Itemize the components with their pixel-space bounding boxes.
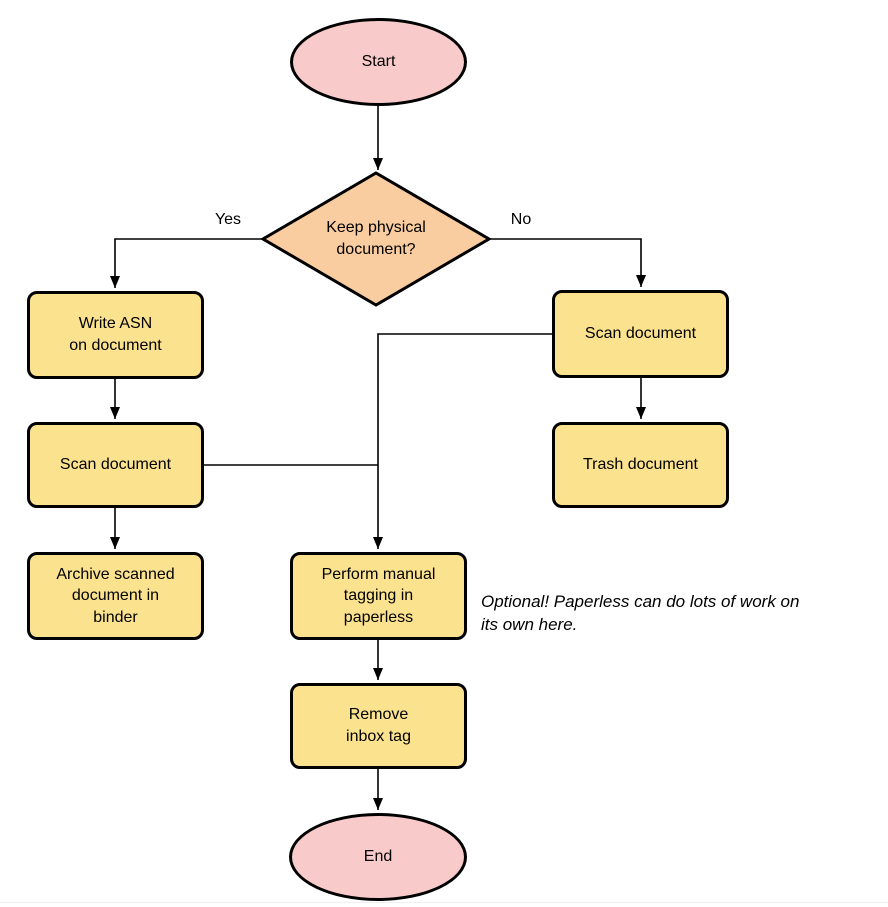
connector-scan-right-to-tagging — [373, 333, 552, 549]
node-write-asn: Write ASN on document — [27, 291, 204, 379]
node-write-asn-label: Write ASN on document — [69, 315, 162, 354]
node-scan-document-right: Scan document — [552, 290, 729, 378]
node-end: End — [289, 813, 467, 901]
node-start: Start — [290, 18, 467, 106]
annotation-optional-note: Optional! Paperless can do lots of work … — [481, 592, 800, 634]
decision-diamond-shape — [260, 171, 492, 307]
edge-label-no: No — [510, 211, 532, 228]
page-bottom-divider — [0, 902, 888, 903]
node-archive-label: Archive scanned document in binder — [56, 565, 175, 626]
node-scan-left-label: Scan document — [59, 456, 172, 474]
node-scan-right-label: Scan document — [584, 325, 697, 343]
node-perform-manual-tagging: Perform manual tagging in paperless — [290, 552, 467, 640]
node-decision-label: Keep physical document? — [326, 219, 426, 258]
node-tagging-label: Perform manual tagging in paperless — [321, 565, 436, 626]
edge-label-yes: Yes — [214, 211, 242, 228]
node-decision-keep-physical: Keep physical document? — [291, 215, 461, 263]
node-end-label: End — [363, 848, 393, 866]
node-remove-inbox-label: Remove inbox tag — [346, 706, 411, 745]
node-trash-document: Trash document — [552, 422, 729, 508]
node-remove-inbox-tag: Remove inbox tag — [290, 683, 467, 769]
node-scan-document-left: Scan document — [27, 422, 204, 508]
node-trash-label: Trash document — [582, 456, 698, 474]
node-archive-binder: Archive scanned document in binder — [27, 552, 204, 640]
node-start-label: Start — [361, 53, 396, 71]
connector-decision-yes-to-write-asn — [110, 238, 263, 288]
connector-decision-no-to-scan-right — [489, 238, 646, 287]
